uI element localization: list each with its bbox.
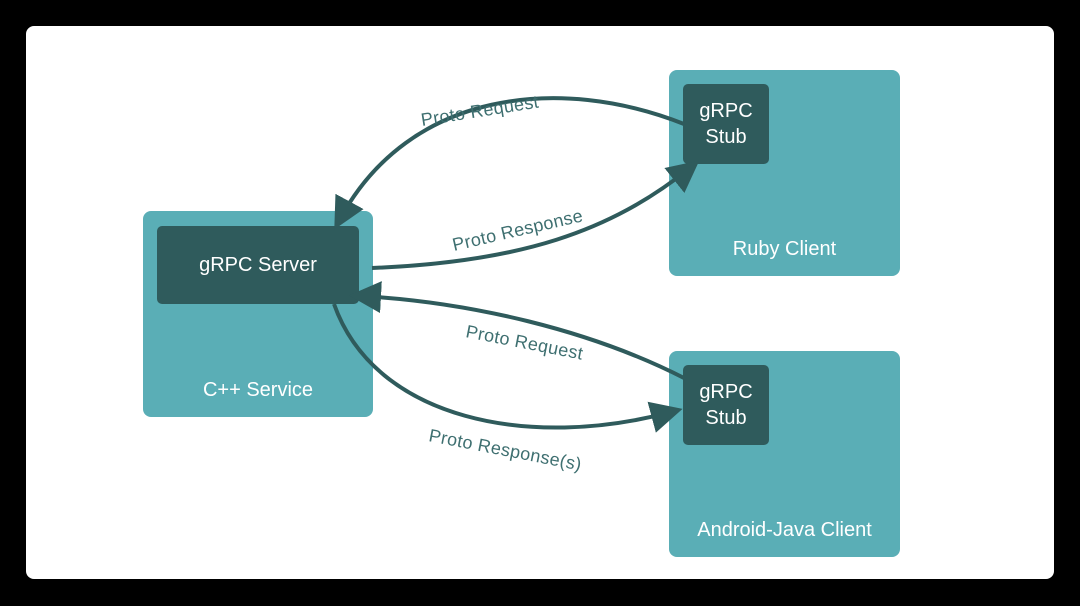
android-stub-line-1: gRPC <box>699 381 753 403</box>
grpc-server-box: gRPC Server <box>157 226 359 304</box>
ruby-client-panel: gRPC Stub Ruby Client <box>669 70 900 276</box>
android-stub-line-2: Stub <box>705 407 747 429</box>
cpp-service-panel: gRPC Server C++ Service <box>143 211 373 417</box>
ruby-stub-line-2: Stub <box>705 126 747 148</box>
grpc-server-label: gRPC Server <box>199 254 317 276</box>
ruby-stub-line-1: gRPC <box>699 100 753 122</box>
ruby-grpc-stub-box: gRPC Stub <box>683 84 769 164</box>
android-java-client-label: Android-Java Client <box>697 519 872 541</box>
ruby-client-label: Ruby Client <box>732 238 837 260</box>
android-grpc-stub-box: gRPC Stub <box>683 365 769 445</box>
android-java-client-panel: gRPC Stub Android-Java Client <box>669 351 900 557</box>
cpp-service-label: C++ Service <box>202 379 314 401</box>
